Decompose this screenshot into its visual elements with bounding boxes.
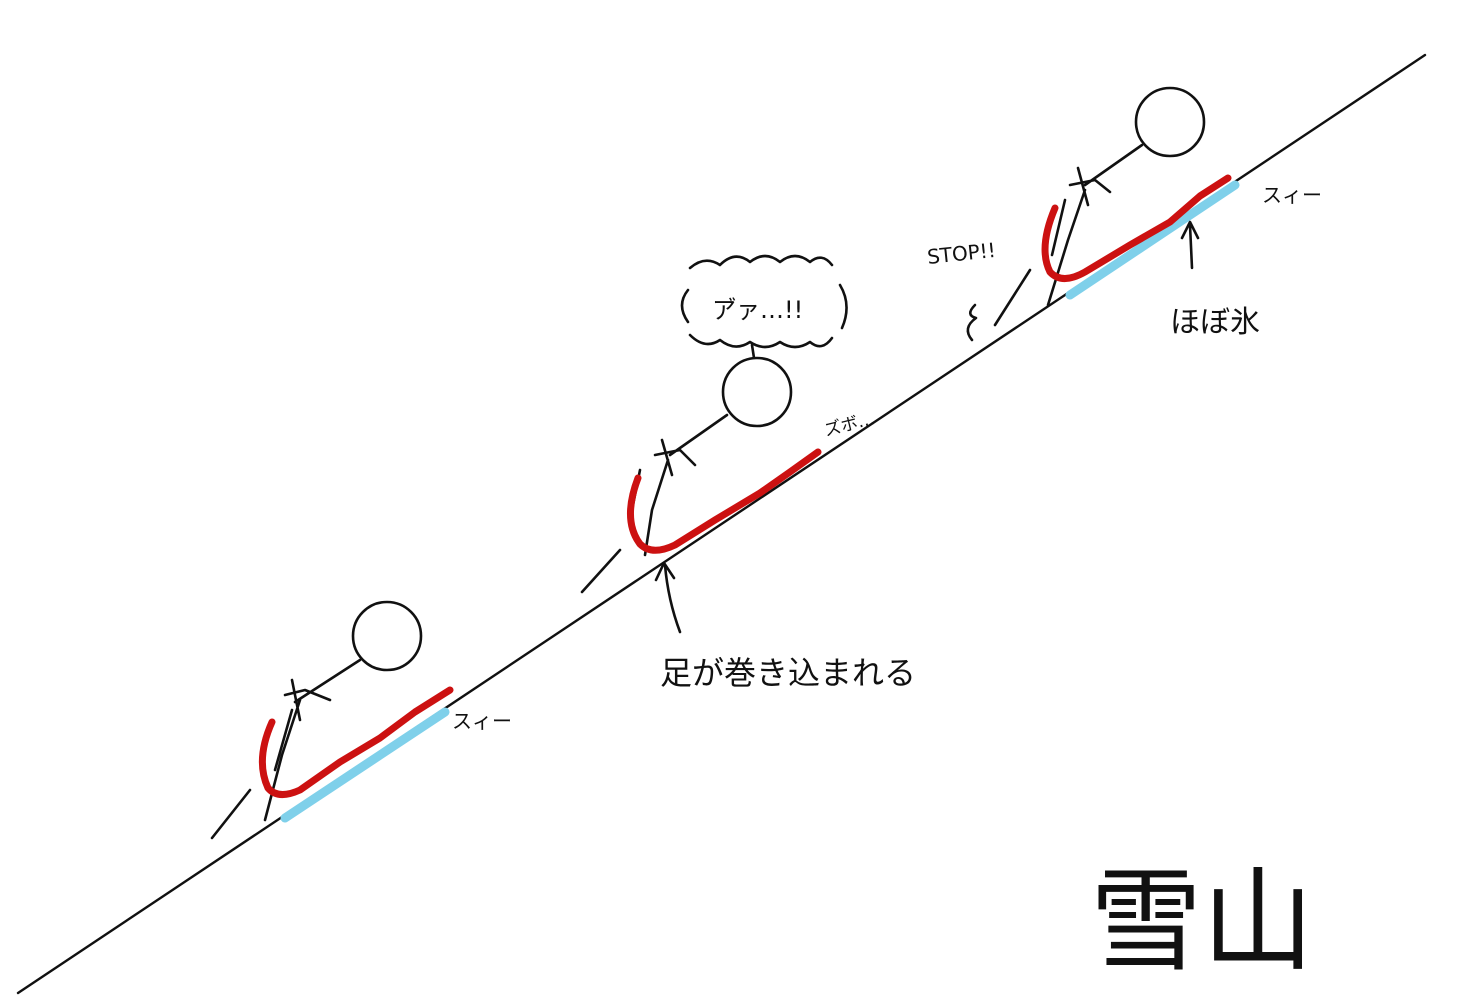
label-sound-2: ズボ… xyxy=(822,409,876,441)
title-snow-mountain: 雪山 xyxy=(1090,857,1314,987)
arrow-ice xyxy=(1180,220,1200,270)
sled-1 xyxy=(258,686,454,798)
body-3 xyxy=(993,143,1144,327)
arrow-legs-caught xyxy=(654,561,682,634)
body-1 xyxy=(210,658,362,840)
figure-2-stuck xyxy=(580,254,848,634)
label-slide-1: スィー xyxy=(452,709,512,733)
body-2 xyxy=(580,413,729,594)
label-stop-3: STOP!! xyxy=(926,238,997,269)
label-legs-caught: 足が巻き込まれる xyxy=(660,654,916,692)
head-2 xyxy=(721,356,793,428)
figure-1-sliding xyxy=(210,600,454,840)
figure-3-stop xyxy=(966,86,1240,342)
label-nearly-ice: ほぼ氷 xyxy=(1170,305,1260,340)
speech-cloud-2 xyxy=(680,254,848,360)
skid-marks-3 xyxy=(966,303,978,342)
label-exclaim-2: ア゙ァ…!! xyxy=(712,296,803,324)
head-1 xyxy=(351,600,423,672)
label-slide-3: スィー xyxy=(1262,183,1322,207)
ice-patch-3 xyxy=(1065,180,1240,300)
sled-3 xyxy=(1041,174,1232,282)
sled-2 xyxy=(626,448,822,554)
head-3 xyxy=(1134,86,1206,158)
ice-patch-1 xyxy=(280,707,450,823)
